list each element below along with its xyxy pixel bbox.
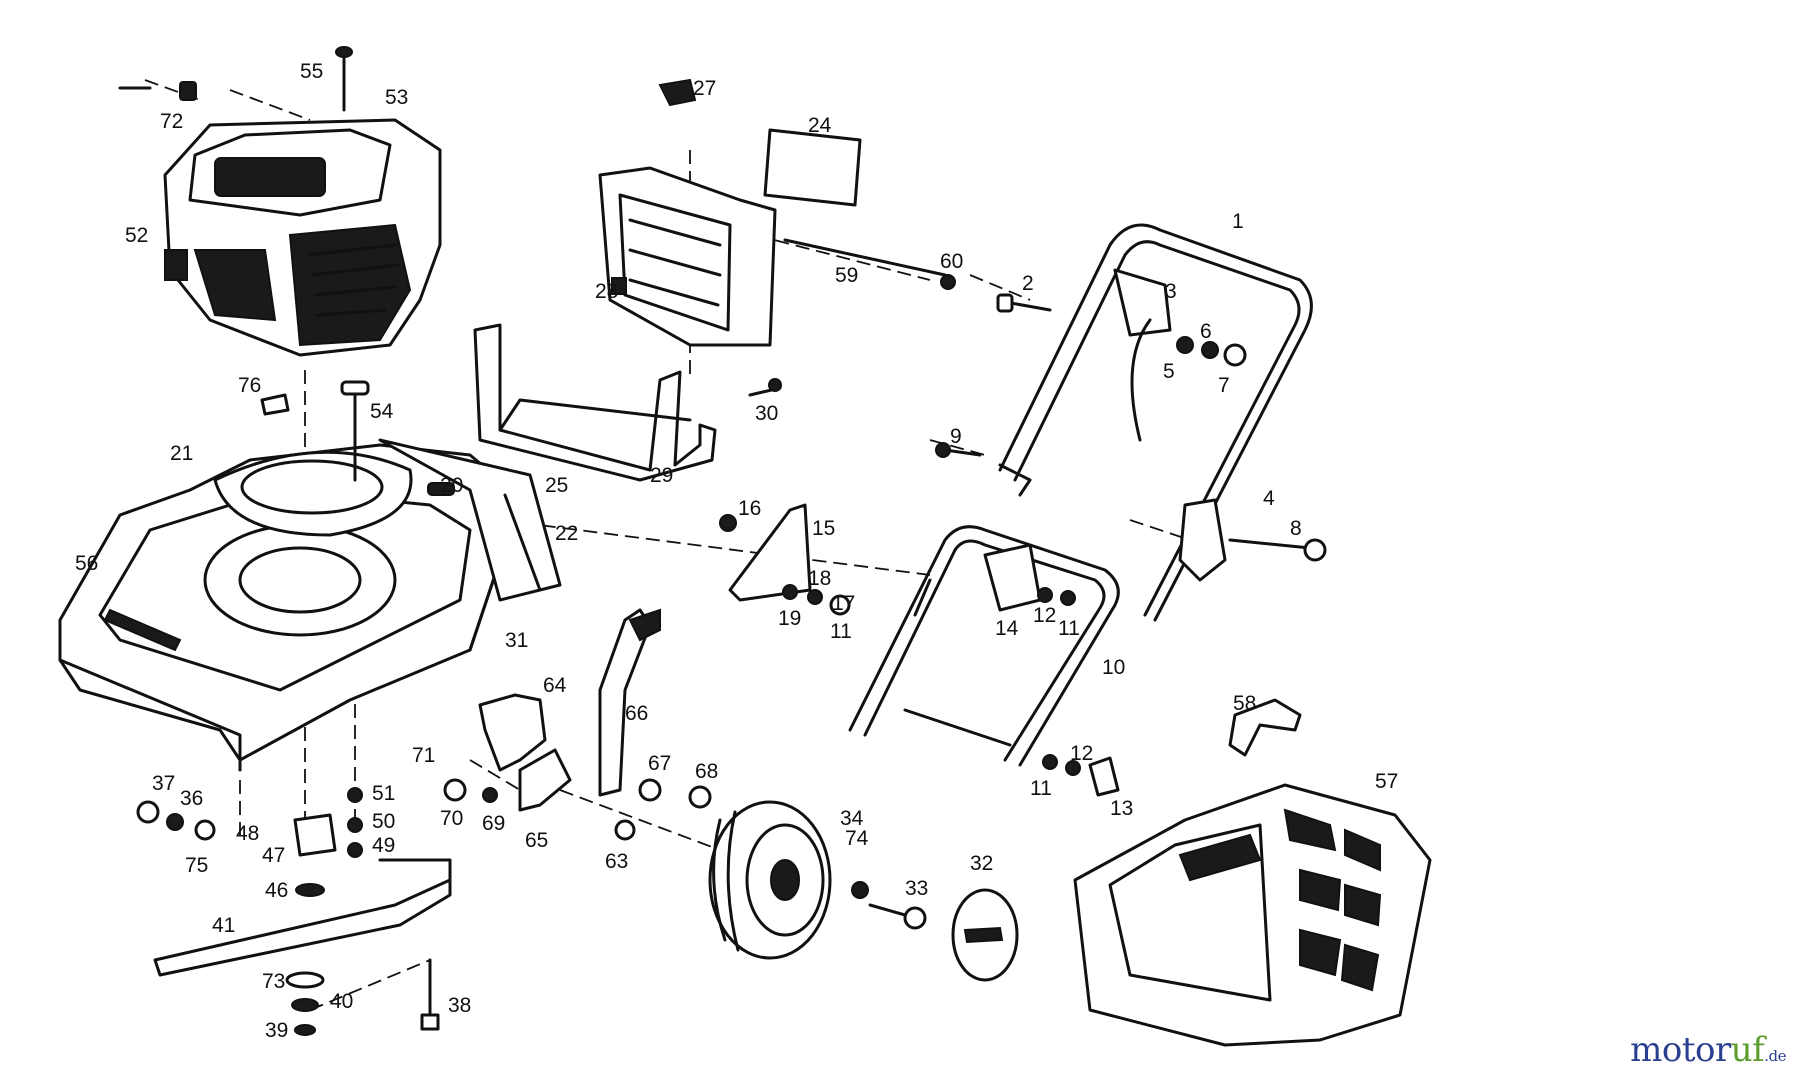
lower-handle [848,525,1120,797]
callout-24: 24 [808,114,832,137]
callout-72: 72 [160,110,183,133]
callout-58: 58 [1233,692,1256,715]
callout-33: 33 [905,877,928,900]
callout-32: 32 [970,852,993,875]
callout-10: 10 [1102,656,1125,679]
upper-handle [998,223,1313,622]
wheel-bracket [443,608,712,841]
callout-11a: 11 [1058,617,1080,640]
handle-fasteners [935,293,1327,582]
callout-7: 7 [1218,374,1230,397]
callout-14: 14 [995,617,1019,640]
callout-59: 59 [835,264,858,287]
callout-39: 39 [265,1019,288,1042]
callout-69: 69 [482,812,505,835]
wheel [708,800,1019,982]
callout-68: 68 [695,760,718,783]
callout-labels: 1 2 3 4 5 6 7 8 9 10 11 11 11 12 12 13 1… [75,60,1398,1042]
watermark-accent: uf [1730,1030,1765,1070]
callout-1: 1 [1232,210,1244,233]
callout-11c: 11 [830,620,852,643]
callout-30: 30 [755,402,778,425]
callout-76: 76 [238,374,261,397]
callout-63: 63 [605,850,628,873]
callout-38: 38 [448,994,471,1017]
site-watermark: motoruf.de [1630,1030,1786,1070]
washers-left [136,787,363,858]
callout-71: 71 [412,744,435,767]
callout-8: 8 [1290,517,1302,540]
callout-52: 52 [125,224,148,247]
callout-22: 22 [555,522,578,545]
callout-31: 31 [505,629,528,652]
callout-13: 13 [1110,797,1133,820]
callout-60: 60 [940,250,963,273]
watermark-suffix: .de [1764,1047,1786,1065]
bracket [473,323,717,482]
callout-66: 66 [625,702,648,725]
grass-catcher [1073,698,1432,1047]
callout-12a: 12 [1033,604,1056,627]
deck-ring-and-rear-flap [213,438,562,602]
callout-54: 54 [370,400,394,423]
callout-34: 34 [840,807,864,830]
callout-20: 20 [440,474,463,497]
callout-47: 47 [262,844,285,867]
engine [163,118,442,357]
callout-48: 48 [236,822,259,845]
callout-75: 75 [185,854,208,877]
callout-73: 73 [262,970,285,993]
callout-70: 70 [440,807,463,830]
callout-37: 37 [152,772,175,795]
engine-mount-bolt [260,380,370,482]
callout-3: 3 [1165,280,1177,303]
cable-cover [598,78,956,397]
callout-28: 28 [595,280,618,303]
callout-55: 55 [300,60,323,83]
callout-15: 15 [812,517,835,540]
callout-11b: 11 [1030,777,1052,800]
callout-74: 74 [845,827,869,850]
callout-9: 9 [950,425,962,448]
callout-2: 2 [1022,272,1034,295]
callout-6: 6 [1200,320,1212,343]
callout-40: 40 [330,990,353,1013]
callout-67: 67 [648,752,671,775]
callout-53: 53 [385,86,408,109]
handle-clamp [719,503,851,616]
callout-17: 17 [832,592,855,615]
callout-18: 18 [808,567,831,590]
callout-5: 5 [1163,360,1175,383]
callout-41: 41 [212,914,235,937]
callout-27: 27 [693,77,716,100]
blade-assembly [153,813,452,1036]
callout-16: 16 [738,497,761,520]
callout-4: 4 [1263,487,1275,510]
callout-49: 49 [372,834,395,857]
callout-50: 50 [372,810,395,833]
callout-64: 64 [543,674,567,697]
callout-21: 21 [170,442,193,465]
callout-19: 19 [778,607,801,630]
callout-12b: 12 [1070,742,1093,765]
callout-57: 57 [1375,770,1398,793]
callout-25: 25 [545,474,568,497]
callout-56: 56 [75,552,98,575]
callout-46: 46 [265,879,288,902]
engine-bolts [118,46,353,112]
callout-51: 51 [372,782,395,805]
callout-29: 29 [650,464,673,487]
watermark-main: motor [1630,1030,1731,1070]
callout-36: 36 [180,787,203,810]
callout-65: 65 [525,829,548,852]
